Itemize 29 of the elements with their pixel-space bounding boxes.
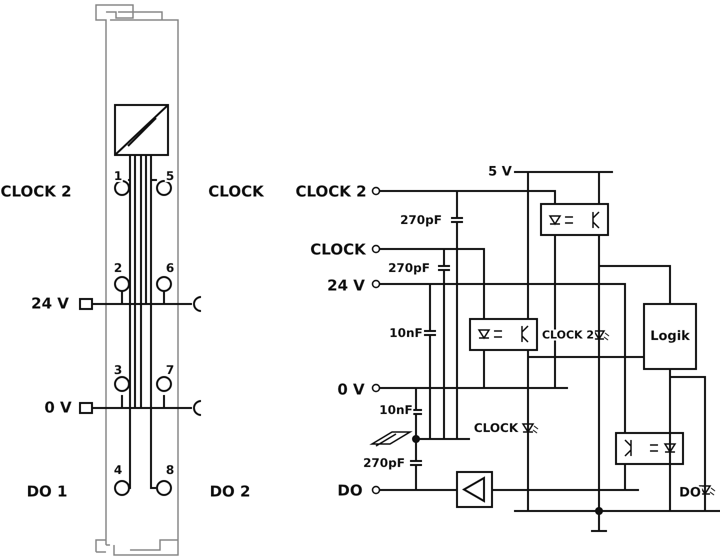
terminal-label: CLOCK 2 <box>0 184 73 200</box>
pin-number: 8 <box>164 464 176 476</box>
terminal-label: CLOCK <box>309 242 367 258</box>
pin-number: 7 <box>164 364 176 376</box>
terminal-label: 0 V <box>43 400 73 416</box>
terminal-label: DO <box>336 484 364 498</box>
led-label: DO <box>678 486 702 500</box>
terminal-label: 0 V <box>336 382 366 398</box>
pin-number: 4 <box>112 464 124 476</box>
pin-number: 3 <box>112 364 124 376</box>
terminal-label: CLOCK <box>207 184 265 200</box>
terminal-label: 24 V <box>30 296 70 312</box>
capacitor-value: 10nF <box>378 404 414 416</box>
voltage-label: 5 V <box>487 166 513 178</box>
pin-number: 1 <box>112 170 124 182</box>
logic-block: Logik <box>643 303 697 370</box>
terminal-label: DO 1 <box>26 484 68 500</box>
pin-number: 2 <box>112 262 124 274</box>
capacitor-value: 270pF <box>399 214 443 226</box>
capacitor-value: 270pF <box>387 262 431 274</box>
capacitor-value: 10nF <box>388 327 424 339</box>
pin-number: 5 <box>164 170 176 182</box>
capacitor-value: 270pF <box>362 457 406 469</box>
terminal-label: CLOCK 2 <box>294 184 368 200</box>
led-label: CLOCK <box>472 422 520 434</box>
terminal-label: DO 2 <box>208 484 252 500</box>
led-label: CLOCK 2 <box>540 330 596 340</box>
pin-number: 6 <box>164 262 176 274</box>
terminal-label: 24 V <box>326 278 366 294</box>
